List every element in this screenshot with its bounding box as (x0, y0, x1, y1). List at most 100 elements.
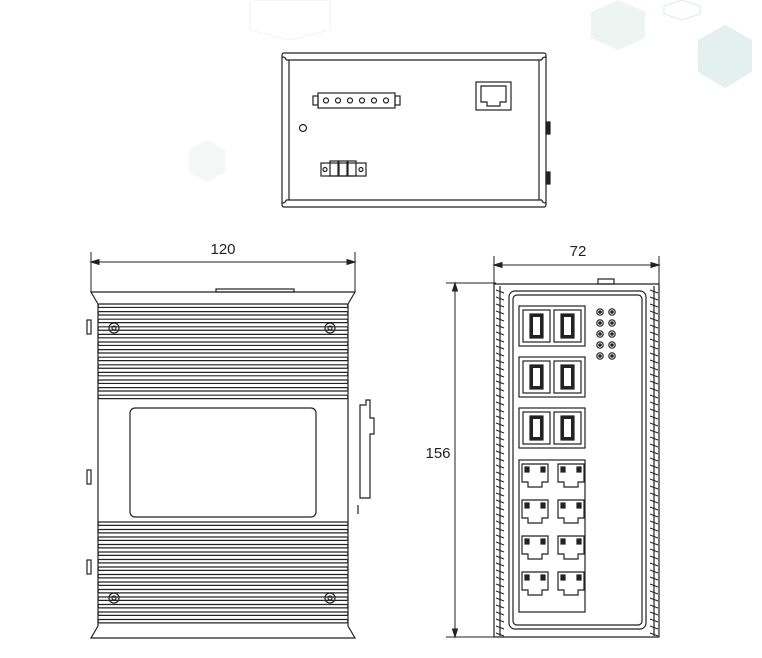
terminal-pin (322, 97, 330, 104)
led-indicator (608, 330, 616, 338)
rj45-led (540, 574, 546, 581)
heatsink-fins-lower (97, 521, 349, 624)
mounting-screw (111, 595, 117, 601)
sfp-port (553, 309, 582, 343)
led-indicator (596, 330, 604, 338)
sfp-cage-pair (518, 305, 586, 347)
sfp-port (522, 360, 551, 394)
side-view (86, 288, 375, 639)
arrowhead (451, 281, 459, 292)
led-indicator-center (598, 343, 602, 347)
rj45-led (540, 502, 546, 509)
sfp-port (522, 411, 551, 445)
width-dimension (89, 252, 357, 292)
mounting-screw (324, 322, 336, 334)
rj45-led (560, 466, 566, 473)
heatsink-fin (97, 303, 349, 309)
rj45-led (540, 538, 546, 545)
heatsink-fin (97, 387, 349, 392)
led-indicator (608, 352, 616, 360)
sfp-port-opening (533, 419, 540, 437)
mounting-screw (108, 592, 120, 604)
front-panel (508, 290, 647, 630)
heatsink-fin (97, 536, 349, 541)
terminal-pin (334, 97, 342, 104)
background-hexagons (189, 0, 752, 182)
rj45-console-port (475, 81, 512, 111)
label-window (129, 407, 317, 518)
led-indicator (608, 341, 616, 349)
side-edge (86, 469, 92, 485)
din-rail-clip (357, 399, 375, 514)
rj45-led (524, 502, 530, 509)
heatsink-fin (97, 618, 349, 624)
rj45-port (557, 535, 585, 560)
sfp-cage-pair (518, 407, 586, 449)
led-indicator-center (598, 332, 602, 336)
rj45-port (521, 535, 549, 560)
led-indicator-center (610, 310, 614, 314)
heatsink-fin (97, 333, 349, 339)
rj45-port (557, 571, 585, 596)
side-edge (86, 559, 92, 575)
heatsink-fin (97, 394, 349, 400)
rj45-led (560, 574, 566, 581)
depth-label: 72 (570, 243, 587, 260)
heatsink-fin (97, 311, 349, 316)
led-indicator-center (610, 321, 614, 325)
mounting-screw (324, 592, 336, 604)
arrowhead (451, 628, 459, 639)
terminal-block-slot (338, 160, 348, 177)
heatsink-fin (97, 341, 349, 347)
led-indicator-center (610, 332, 614, 336)
terminal-block-slot (329, 160, 339, 177)
terminal-pin (370, 97, 378, 104)
rj45-port (521, 499, 549, 524)
heatsink-fin (97, 551, 349, 556)
rj45-led (576, 538, 582, 545)
heatsink-fin (97, 521, 349, 526)
front-panel-inner (512, 294, 643, 626)
sfp-port-opening (564, 368, 571, 386)
arrowhead (492, 261, 503, 269)
rj45-port (521, 571, 549, 596)
led-indicator (596, 308, 604, 316)
side-ridges-right (649, 286, 659, 637)
arrowhead (89, 258, 100, 266)
side-view-outline (89, 291, 357, 639)
front-view (493, 278, 660, 638)
heatsink-fin (97, 558, 349, 564)
hexagon-decoration (189, 140, 225, 182)
top-lip (215, 288, 295, 293)
rj45-led (560, 538, 566, 545)
heatsink-fin (97, 364, 349, 369)
led-indicator (608, 308, 616, 316)
sfp-port (553, 360, 582, 394)
side-tab (545, 171, 551, 185)
rj45-port (557, 499, 585, 524)
sfp-cages (518, 305, 586, 449)
height-label: 156 (425, 445, 450, 462)
rj45-housing (475, 81, 512, 111)
arrowhead (650, 261, 661, 269)
rj45-port-block (518, 459, 586, 613)
top-view (281, 52, 551, 208)
led-indicator-center (598, 310, 602, 314)
heatsink-fin (97, 528, 349, 534)
terminal-block-3-pin (320, 160, 367, 177)
terminal-block-slot (347, 160, 357, 177)
terminal-pin (346, 97, 354, 104)
side-edge (86, 319, 92, 335)
sfp-port (522, 309, 551, 343)
arrowhead (346, 258, 357, 266)
heatsink-fin (97, 379, 349, 385)
sfp-port-opening (564, 419, 571, 437)
heatsink-fin (97, 588, 349, 594)
heatsink-fin (97, 603, 349, 609)
terminal-block-tab (394, 95, 401, 106)
top-latch (597, 278, 615, 285)
led-indicator-center (610, 343, 614, 347)
led-indicator-center (598, 354, 602, 358)
rj45-led (524, 466, 530, 473)
